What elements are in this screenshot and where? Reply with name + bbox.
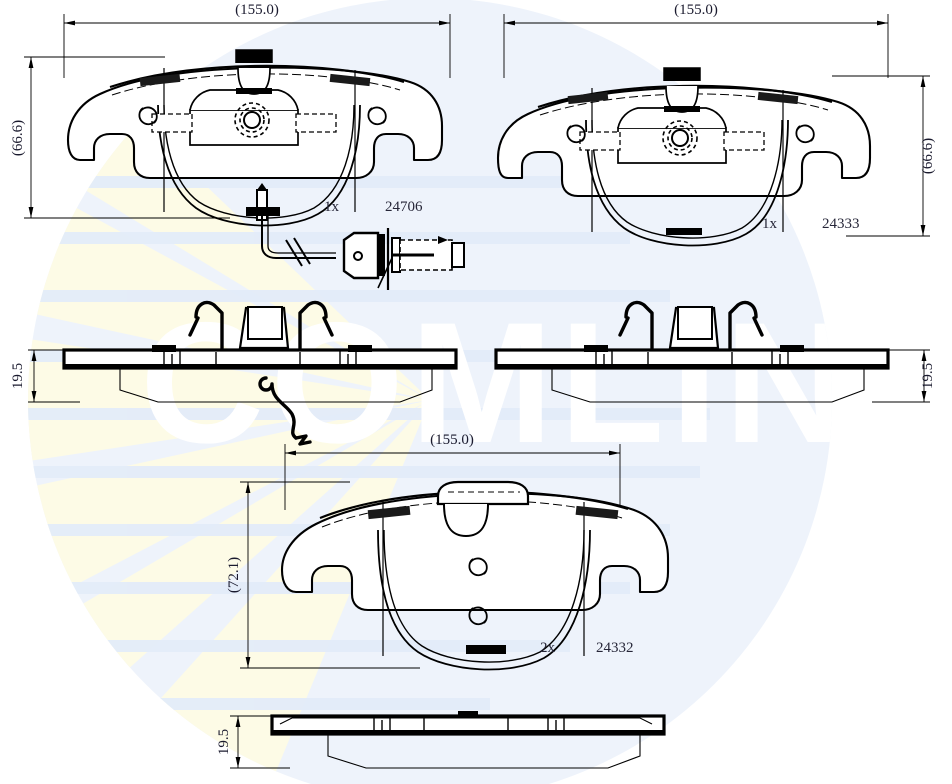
part-number-top-left: 24706: [385, 199, 423, 215]
locating-hole-right: [367, 106, 387, 126]
bottom-lug-bottom: [466, 645, 506, 654]
qty-label-bottom: 2x: [540, 640, 556, 656]
spring-clip-box-left: [247, 306, 283, 340]
hub-ring-inner-right: [671, 129, 689, 147]
hub-ring-mid-right: [667, 125, 693, 151]
view-right-section: 19.5: [494, 300, 936, 403]
section-plate-ticks-right: [595, 350, 789, 368]
lug-tab-left: [139, 73, 181, 87]
top-lug-right: [663, 67, 701, 81]
locating-hole-right-right-pad: [795, 124, 815, 144]
view-left-section: 19.5: [10, 300, 458, 446]
bottom-lug-tab-right: [575, 505, 619, 520]
section-shim-bottom: [327, 734, 641, 769]
hub-ring-outer: [234, 102, 270, 138]
wear-sensor-probe-tip: [257, 183, 267, 190]
locating-hole-left: [138, 106, 158, 126]
bottom-pad-body-profile: [377, 529, 591, 671]
anti-rattle-spring-clip-left: [188, 300, 334, 350]
bottom-pad-body-profile-inner: [383, 529, 585, 663]
sensor-connector-flange: [378, 234, 385, 276]
view-top-left-pad: (155.0) (66.6): [10, 2, 465, 290]
locating-hole-left-right-pad: [566, 124, 586, 144]
wear-sensor-cable-inner: [267, 216, 336, 254]
dim-thickness-right: [872, 349, 930, 403]
section-shim-right: [551, 368, 865, 403]
section-lug-right-b: [780, 345, 804, 352]
dim-height-bottom: [240, 481, 420, 669]
bottom-centre-tongue: [443, 503, 489, 538]
lug-tab-right: [329, 73, 371, 87]
hub-bracket: [189, 109, 299, 146]
dim-thickness-label-bottom: 19.5: [216, 729, 232, 755]
wear-sensor-cable: [261, 216, 336, 259]
pad-body-profile-right: [585, 119, 789, 247]
hub-ring-outer-right: [662, 120, 698, 156]
cable-break-1: [285, 239, 303, 267]
dim-height-top-right: [832, 75, 930, 237]
bottom-centre-notch: [436, 480, 530, 506]
sensor-connector-eye: [353, 251, 363, 261]
lug-tab-left-right-pad: [567, 91, 609, 105]
dim-height-label-top-right: (66.6): [920, 138, 936, 174]
section-chamfer-bottom: [279, 717, 653, 725]
bottom-locating-hole-lower: [468, 606, 488, 626]
lug-tab-right-right-pad: [757, 91, 799, 105]
dim-height-label-top-left: (66.6): [10, 120, 26, 156]
dim-height-top-left: [24, 56, 230, 219]
top-lug-bar: [236, 88, 272, 94]
dim-thickness-label-left: 19.5: [10, 363, 26, 389]
section-lug-left-b: [348, 345, 372, 352]
qty-label-top-left: 1x: [324, 199, 340, 215]
hub-tab-left-right-pad: [579, 131, 621, 151]
sensor-plug-key: [438, 236, 448, 244]
hub-ring-inner: [243, 111, 261, 129]
bottom-lug-right: [666, 228, 702, 235]
dim-width-label-top-left: (155.0): [235, 2, 279, 18]
hub-bracket-right: [617, 127, 727, 164]
dim-thickness-label-right: 19.5: [920, 363, 936, 389]
view-top-right-pad: (155.0) (66.6) 1x: [496, 2, 936, 247]
bottom-locating-hole-upper: [468, 557, 488, 577]
friction-top-edge: [109, 64, 405, 89]
section-plate-ticks-bottom: [373, 716, 565, 734]
section-lug-bottom: [458, 711, 478, 717]
spring-clip-box-right: [677, 306, 713, 340]
sensor-wire-tail: [377, 257, 393, 289]
qty-label-top-right: 1x: [762, 216, 778, 232]
hub-tab-right: [295, 113, 337, 133]
sensor-plug-end: [451, 242, 465, 268]
bottom-lug-tab-left: [367, 505, 411, 520]
top-lug: [235, 49, 273, 63]
cable-break-2: [293, 237, 311, 265]
dim-width-label-bottom: (155.0): [430, 432, 474, 448]
dim-width-label-top-right: (155.0): [674, 2, 718, 18]
hub-tab-left: [151, 113, 193, 133]
pad-body-profile-right-inner: [591, 119, 783, 239]
part-number-bottom: 24332: [596, 640, 634, 656]
view-bottom-pad: (155.0) (72.1) 2x 2: [226, 432, 670, 671]
hub-ring-mid: [239, 107, 265, 133]
sensor-hook-left: [258, 376, 312, 446]
hub-tab-right-right-pad: [723, 131, 765, 151]
part-number-top-right: 24333: [822, 216, 860, 232]
section-lug-right-a: [584, 345, 608, 352]
anti-rattle-spring-clip-right: [618, 300, 764, 350]
view-bottom-section: 19.5: [216, 711, 666, 769]
section-lug-left-a: [152, 345, 176, 352]
section-plate-ticks-left: [163, 350, 357, 368]
dim-width-top-right: [503, 14, 889, 78]
dim-width-bottom: [284, 444, 621, 510]
dim-height-label-bottom: (72.1): [226, 557, 242, 593]
top-lug-bar-right: [664, 106, 700, 112]
dim-width-top-left: [63, 14, 451, 78]
wear-sensor-clamp: [246, 207, 280, 216]
